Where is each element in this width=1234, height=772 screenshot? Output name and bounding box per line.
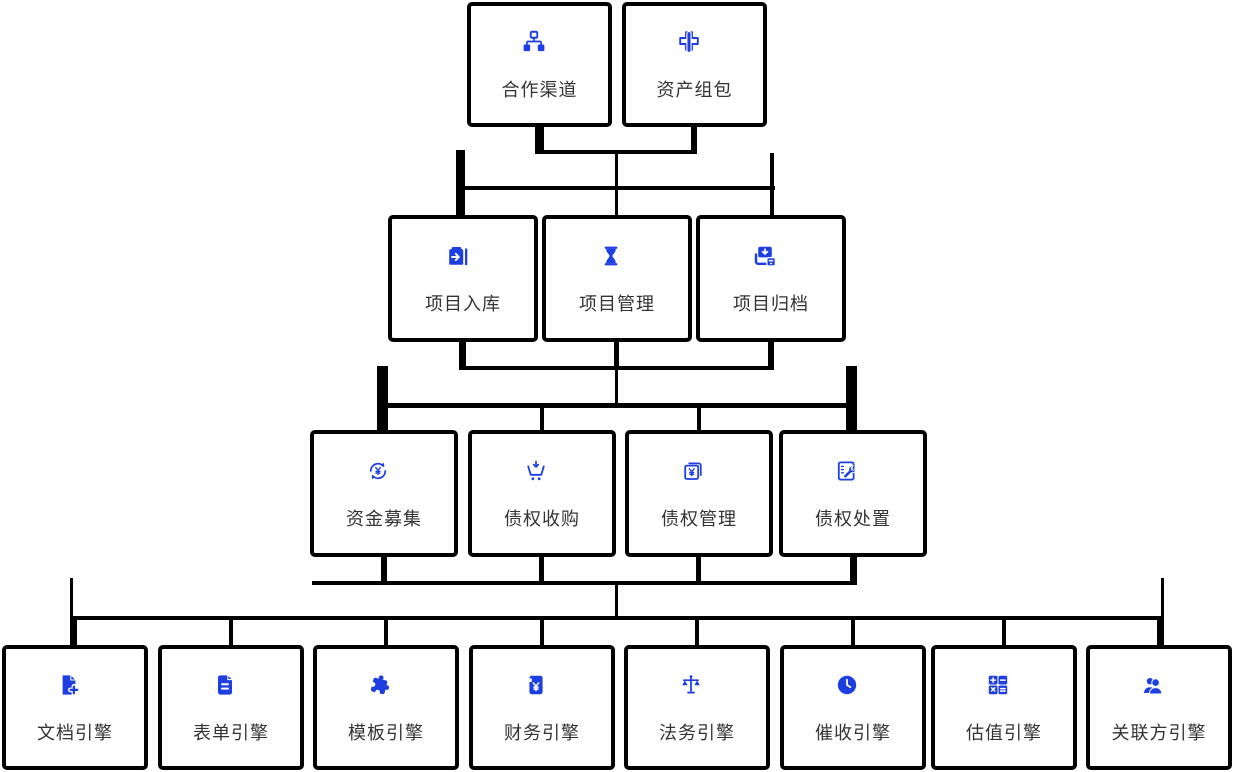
doc-wrench-icon xyxy=(835,459,871,495)
connector-line xyxy=(378,403,857,408)
node-cooperation-channel: 合作渠道 xyxy=(467,2,612,127)
connector-line xyxy=(1161,578,1164,645)
connector-line xyxy=(229,616,233,645)
connector-line xyxy=(615,581,618,619)
connector-line xyxy=(770,153,774,215)
node-label: 文档引擎 xyxy=(37,723,113,743)
package-combine-icon xyxy=(677,30,713,66)
node-legal-engine: 法务引擎 xyxy=(624,645,770,770)
node-document-engine: 文档引擎 xyxy=(2,645,148,770)
connector-line xyxy=(851,616,855,645)
node-label: 合作渠道 xyxy=(501,80,578,100)
archive-tray-icon xyxy=(753,244,789,280)
node-project-intake: 项目入库 xyxy=(388,215,538,342)
connector-line xyxy=(615,366,618,407)
connector-line xyxy=(540,403,544,430)
connector-line xyxy=(456,150,465,215)
node-debt-acquisition: 债权收购 xyxy=(468,430,616,557)
calculator-icon xyxy=(986,673,1022,709)
connector-line xyxy=(850,555,857,585)
connector-line xyxy=(381,555,387,585)
node-label: 财务引擎 xyxy=(504,723,580,743)
users-icon xyxy=(1141,673,1177,709)
node-label: 债权收购 xyxy=(504,509,580,529)
import-box-icon xyxy=(445,244,481,280)
node-debt-management: 债权管理 xyxy=(625,430,773,557)
connector-line xyxy=(1157,616,1161,645)
cart-download-icon xyxy=(524,459,560,495)
connector-line xyxy=(691,125,697,154)
connector-line xyxy=(377,366,388,430)
doc-add-icon xyxy=(57,673,93,709)
node-valuation-engine: 估值引擎 xyxy=(931,645,1077,770)
refresh-yen-icon xyxy=(366,459,402,495)
scale-icon xyxy=(679,673,715,709)
connector-line xyxy=(384,616,388,645)
connector-line xyxy=(539,555,544,585)
connector-line xyxy=(1002,616,1006,645)
form-icon xyxy=(213,673,249,709)
connector-line xyxy=(535,125,544,154)
node-collection-engine: 催收引擎 xyxy=(780,645,926,770)
node-label: 资金募集 xyxy=(346,509,422,529)
node-label: 项目归档 xyxy=(733,294,809,314)
node-label: 债权管理 xyxy=(661,509,737,529)
node-template-engine: 模板引擎 xyxy=(313,645,459,770)
connector-line xyxy=(459,340,466,370)
node-label: 法务引擎 xyxy=(659,723,735,743)
node-finance-engine: 财务引擎 xyxy=(469,645,615,770)
connector-line xyxy=(768,340,774,370)
node-label: 模板引擎 xyxy=(348,723,424,743)
connector-line xyxy=(70,616,1164,620)
node-related-party-engine: 关联方引擎 xyxy=(1086,645,1232,770)
node-form-engine: 表单引擎 xyxy=(158,645,304,770)
node-label: 催收引擎 xyxy=(815,723,891,743)
node-fund-raising: 资金募集 xyxy=(310,430,458,557)
sitemap-icon xyxy=(522,30,558,66)
connector-line xyxy=(312,581,857,585)
connector-line xyxy=(696,555,701,585)
finance-book-icon xyxy=(524,673,560,709)
node-debt-disposal: 债权处置 xyxy=(779,430,927,557)
connector-line xyxy=(695,616,699,645)
connector-line xyxy=(540,616,544,645)
node-label: 估值引擎 xyxy=(966,723,1042,743)
connector-line xyxy=(615,150,618,190)
connector-line xyxy=(614,340,619,370)
connector-line xyxy=(846,366,857,430)
clock-icon xyxy=(835,673,871,709)
connector-line xyxy=(70,578,73,645)
connector-line xyxy=(615,186,618,215)
connector-line xyxy=(73,616,77,645)
node-label: 项目管理 xyxy=(579,294,655,314)
puzzle-icon xyxy=(368,673,404,709)
node-project-archive: 项目归档 xyxy=(696,215,846,342)
node-label: 项目入库 xyxy=(425,294,501,314)
node-label: 资产组包 xyxy=(656,80,733,100)
node-label: 关联方引擎 xyxy=(1111,723,1207,743)
node-label: 债权处置 xyxy=(815,509,891,529)
card-yen-icon xyxy=(681,459,717,495)
hourglass-icon xyxy=(599,244,635,280)
node-asset-package: 资产组包 xyxy=(622,2,767,127)
node-label: 表单引擎 xyxy=(193,723,269,743)
connector-line xyxy=(697,403,701,430)
node-project-management: 项目管理 xyxy=(542,215,692,342)
